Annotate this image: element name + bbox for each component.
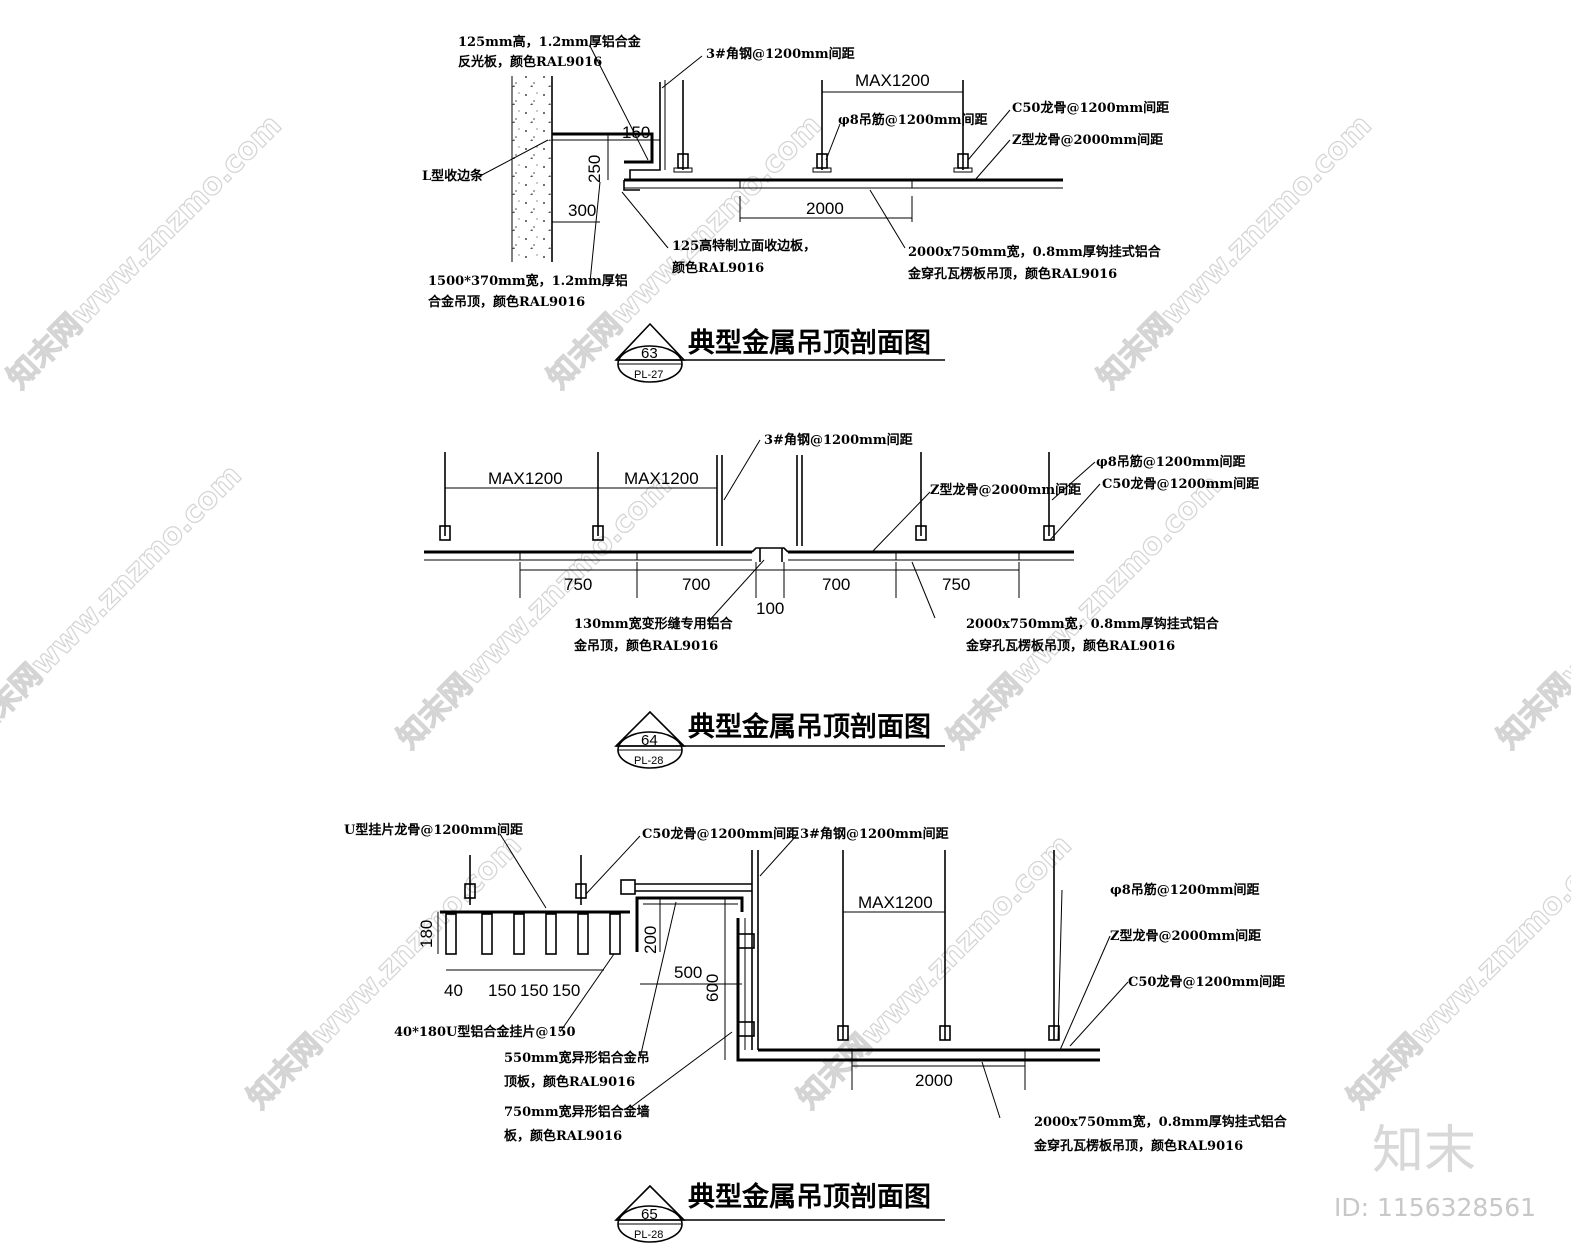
annotation-label: 金吊顶，颜色RAL9016 bbox=[573, 638, 718, 654]
annotation-label: 125mm高，1.2mm厚铝合金 bbox=[458, 34, 642, 50]
dim-text: 200 bbox=[641, 926, 660, 954]
annotation-label: φ8吊筋@1200mm间距 bbox=[1110, 882, 1260, 898]
detail-title: 典型金属吊顶剖面图 bbox=[688, 711, 931, 743]
watermark-text: 知末网www.znzmo.com bbox=[1491, 468, 1571, 756]
wall-panel bbox=[736, 918, 1100, 1062]
reflector-panel bbox=[552, 132, 654, 164]
annotation-label: 2000x750mm宽，0.8mm厚钩挂式铝合 bbox=[1034, 1114, 1288, 1130]
dim-text: 150 bbox=[622, 123, 650, 142]
watermark-layer: 知末网www.znzmo.com 知末网www.znzmo.com 知末网www… bbox=[0, 107, 1571, 1116]
sheet-ref: PL-28 bbox=[634, 755, 663, 767]
annotation-label: 40*180U型铝合金挂片@150 bbox=[394, 1024, 576, 1040]
annotation-label: Z型龙骨@2000mm间距 bbox=[930, 482, 1081, 498]
annotation-label: 1500*370mm宽，1.2mm厚铝 bbox=[428, 273, 628, 289]
dim-text: MAX1200 bbox=[624, 469, 699, 488]
annotation-label: 3#角钢@1200mm间距 bbox=[764, 432, 913, 448]
leader-lines bbox=[707, 439, 1101, 623]
dim-text: 150 bbox=[488, 981, 516, 1000]
annotation-label: C50龙骨@1200mm间距 bbox=[1102, 476, 1259, 492]
dim-text: 700 bbox=[682, 575, 710, 594]
detail-64: MAX1200 MAX1200 750 700 100 700 750 3#角钢… bbox=[424, 432, 1259, 769]
dim-text: 150 bbox=[520, 981, 548, 1000]
detail-title: 典型金属吊顶剖面图 bbox=[688, 327, 931, 359]
watermark-text: 知末网www.znzmo.com bbox=[391, 468, 679, 756]
dim-text: 700 bbox=[822, 575, 850, 594]
dim-text: 750 bbox=[564, 575, 592, 594]
dim-text: 250 bbox=[585, 155, 604, 183]
watermark-logo: 知末 bbox=[1372, 1121, 1476, 1181]
annotation-label: 750mm宽异形铝合金墙 bbox=[504, 1104, 650, 1120]
dim-text: 500 bbox=[674, 963, 702, 982]
annotation-label: 板，颜色RAL9016 bbox=[504, 1128, 622, 1144]
dim-text: 2000 bbox=[806, 199, 844, 218]
annotation-label: 金穿孔瓦楞板吊顶，颜色RAL9016 bbox=[907, 266, 1117, 282]
annotation-label: 顶板，颜色RAL9016 bbox=[504, 1074, 635, 1090]
dim-text: 40 bbox=[444, 981, 463, 1000]
dim-text: 180 bbox=[417, 920, 436, 948]
concrete-wall bbox=[512, 76, 552, 262]
annotation-label: C50龙骨@1200mm间距 bbox=[1012, 100, 1169, 116]
annotation-label: C50龙骨@1200mm间距 bbox=[1128, 974, 1285, 990]
dim-text: 150 bbox=[552, 981, 580, 1000]
detail-number: 64 bbox=[641, 732, 658, 749]
image-id: ID: 1156328561 bbox=[1334, 1193, 1536, 1222]
detail-title-block: 63 PL-27 典型金属吊顶剖面图 bbox=[614, 322, 945, 383]
annotation-label: 550mm宽异形铝合金吊 bbox=[504, 1050, 650, 1066]
annotation-label: 颜色RAL9016 bbox=[672, 260, 764, 276]
dim-text: MAX1200 bbox=[488, 469, 563, 488]
annotation-label: φ8吊筋@1200mm间距 bbox=[1096, 454, 1246, 470]
dim-text: MAX1200 bbox=[855, 71, 930, 90]
dim-text: 600 bbox=[703, 974, 722, 1002]
detail-number: 65 bbox=[641, 1206, 658, 1223]
dim-text: MAX1200 bbox=[858, 893, 933, 912]
dim-text: 300 bbox=[568, 201, 596, 220]
detail-title: 典型金属吊顶剖面图 bbox=[688, 1181, 931, 1213]
annotation-label: 金穿孔瓦楞板吊顶，颜色RAL9016 bbox=[1033, 1138, 1243, 1154]
annotation-label: φ8吊筋@1200mm间距 bbox=[838, 112, 988, 128]
hanger-rods bbox=[439, 452, 1055, 541]
annotation-label: U型挂片龙骨@1200mm间距 bbox=[344, 822, 523, 838]
sheet-ref: PL-28 bbox=[634, 1229, 663, 1241]
expansion-joint bbox=[751, 547, 789, 562]
annotation-label: 2000x750mm宽，0.8mm厚钩挂式铝合 bbox=[908, 244, 1162, 260]
annotation-label: 合金吊顶，颜色RAL9016 bbox=[428, 294, 585, 310]
annotation-label: 125高特制立面收边板， bbox=[672, 238, 816, 254]
detail-title-block: 64 PL-28 典型金属吊顶剖面图 bbox=[614, 710, 945, 769]
watermark-text: 知末网www.znzmo.com bbox=[941, 468, 1229, 756]
sheet-ref: PL-27 bbox=[634, 369, 663, 381]
dim-text: 100 bbox=[756, 599, 784, 618]
leader-lines bbox=[499, 833, 1129, 1119]
detail-title-block: 65 PL-28 典型金属吊顶剖面图 bbox=[614, 1181, 945, 1243]
watermark-text: 知末网www.znzmo.com bbox=[1, 108, 289, 396]
annotation-label: L型收边条 bbox=[422, 168, 484, 184]
hanger-rods bbox=[837, 850, 1060, 1041]
hanger-rods bbox=[673, 80, 973, 173]
dimension-lines bbox=[552, 91, 963, 223]
special-ceiling-panel bbox=[635, 896, 744, 952]
annotation-label: Z型龙骨@2000mm间距 bbox=[1012, 132, 1163, 148]
annotation-label: 3#角钢@1200mm间距 bbox=[800, 826, 949, 842]
angle-steel bbox=[629, 82, 661, 180]
annotation-label: 反光板，颜色RAL9016 bbox=[458, 54, 602, 70]
annotation-label: C50龙骨@1200mm间距 bbox=[642, 826, 799, 842]
detail-63: MAX1200 150 250 300 2000 125mm高，1.2mm厚铝合… bbox=[422, 34, 1169, 383]
annotation-label: Z型龙骨@2000mm间距 bbox=[1110, 928, 1261, 944]
annotation-label: 2000x750mm宽，0.8mm厚钩挂式铝合 bbox=[966, 616, 1220, 632]
leader-lines bbox=[479, 45, 1011, 283]
watermark-text: 知末网www.znzmo.com bbox=[1341, 828, 1571, 1116]
annotation-label: 3#角钢@1200mm间距 bbox=[706, 46, 855, 62]
dim-text: 750 bbox=[942, 575, 970, 594]
watermark-text: 知末网www.znzmo.com bbox=[241, 828, 529, 1116]
dimension-lines bbox=[445, 487, 1020, 598]
dim-text: 2000 bbox=[915, 1071, 953, 1090]
detail-number: 63 bbox=[641, 345, 658, 362]
annotation-label: 130mm宽变形缝专用铝合 bbox=[574, 616, 734, 632]
watermark-text: 知末网www.znzmo.com bbox=[0, 458, 249, 746]
detail-65: 180 40 150 150 150 200 500 600 MAX1200 2… bbox=[344, 822, 1288, 1243]
baffles bbox=[445, 913, 621, 955]
annotation-label: 金穿孔瓦楞板吊顶，颜色RAL9016 bbox=[965, 638, 1175, 654]
